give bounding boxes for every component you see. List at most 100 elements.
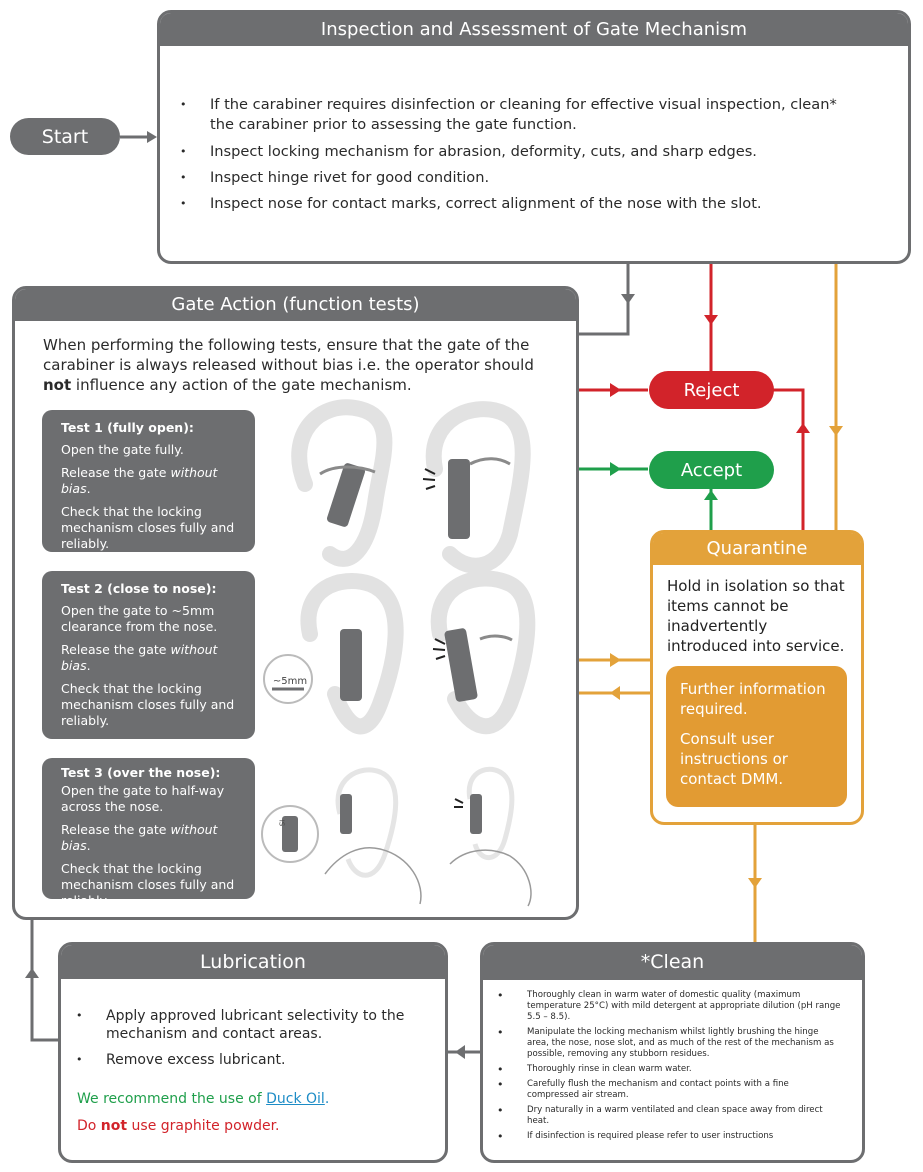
arrowhead [704, 315, 718, 325]
intro-text-bold: not [43, 376, 72, 394]
intro-text-pre: When performing the following tests, ens… [43, 336, 534, 374]
arrowhead [704, 490, 718, 500]
test-step: Open the gate fully. [61, 442, 184, 457]
arrowhead [829, 426, 843, 436]
accept-node: Accept [649, 451, 774, 489]
accept-label: Accept [680, 459, 743, 481]
lubrication-item: Apply approved lubricant selectivity to … [76, 1007, 406, 1043]
gate-sleeve [326, 463, 366, 527]
test-card-1: Test 1 (fully open): Open the gate fully… [42, 410, 255, 552]
snap-mark [434, 638, 446, 645]
test-title: Test 3 (over the nose): [61, 765, 221, 780]
test-check: Check that the locking mechanism closes … [61, 681, 235, 728]
consult-text: Consult user instructions or contact DMM… [680, 730, 788, 788]
gap-callout [263, 654, 313, 704]
gate-action-title: Gate Action (function tests) [15, 289, 576, 321]
release-post: . [86, 838, 91, 853]
gate-sleeve [340, 629, 362, 701]
snap-mark [454, 798, 464, 804]
gate-sleeve [448, 459, 470, 539]
warn-post: use graphite powder. [127, 1118, 280, 1134]
hand-outline [449, 849, 532, 907]
quarantine-text: Hold in isolation so that items cannot b… [667, 577, 845, 655]
carabiner-illustrations [261, 399, 536, 907]
inspection-list: If the carabiner requires disinfection o… [180, 95, 840, 214]
test-card-2: Test 2 (close to nose): Open the gate to… [42, 571, 255, 739]
inspection-item: Inspect locking mechanism for abrasion, … [180, 142, 840, 162]
test-step: Open the gate to ~5mm clearance from the… [61, 603, 218, 634]
gate-sleeve [282, 816, 298, 852]
test-step: Open the gate to half-way across the nos… [61, 783, 225, 814]
clean-item: Manipulate the locking mechanism whilst … [497, 1027, 842, 1060]
clean-item: If disinfection is required please refer… [497, 1131, 842, 1142]
motion-arrow [479, 634, 513, 642]
lubrication-box: Lubrication Apply approved lubricant sel… [58, 942, 448, 1163]
warn-bold: not [100, 1118, 128, 1134]
carabiner-outline [430, 570, 536, 734]
test-check: Check that the locking mechanism closes … [61, 504, 235, 551]
clean-item: Thoroughly rinse in clean warm water. [497, 1064, 842, 1075]
release-pre: Release the gate [61, 642, 171, 657]
motion-arrow [319, 465, 376, 476]
clean-list: Thoroughly clean in warm water of domest… [497, 990, 842, 1142]
test-check: Check that the locking mechanism closes … [61, 861, 235, 908]
gate-sleeve [340, 794, 352, 834]
clean-box: *Clean Thoroughly clean in warm water of… [480, 942, 865, 1163]
lubrication-title: Lubrication [61, 945, 445, 979]
gate-action-intro: When performing the following tests, ens… [43, 335, 543, 395]
intro-text-post: influence any action of the gate mechani… [71, 376, 412, 394]
snap-mark [432, 648, 446, 651]
test-release: Release the gate without bias. [61, 822, 243, 854]
arrowhead [748, 878, 762, 888]
clean-item: Thoroughly clean in warm water of domest… [497, 990, 842, 1023]
gap-label: ~5mm [272, 676, 308, 687]
carabiner-outline [335, 767, 399, 878]
hand-outline [324, 847, 422, 905]
gate-sleeve [470, 794, 482, 834]
quarantine-title: Quarantine [653, 533, 861, 565]
arrowhead [621, 294, 635, 304]
recommend-pre: We recommend the use of [77, 1091, 267, 1107]
carabiner-outline [425, 401, 531, 574]
release-post: . [86, 481, 91, 496]
release-em: without bias [61, 822, 218, 853]
motion-arrow [469, 457, 511, 466]
release-pre: Release the gate [61, 465, 171, 480]
test-title: Test 1 (fully open): [61, 420, 194, 435]
test-title: Test 2 (close to nose): [61, 581, 217, 596]
carabiner-outline [466, 766, 515, 861]
warn-pre: Do [77, 1118, 101, 1134]
release-pre: Release the gate [61, 822, 171, 837]
clean-title: *Clean [483, 945, 862, 980]
snap-mark [424, 468, 436, 475]
connector-inspection-gate [578, 262, 630, 336]
inspection-box: Inspection and Assessment of Gate Mechan… [157, 10, 911, 264]
arrowhead [25, 968, 39, 978]
release-em: without bias [61, 642, 218, 673]
clean-item: Dry naturally in a warm ventilated and c… [497, 1105, 842, 1127]
arrowhead [610, 462, 621, 476]
lubrication-recommend: We recommend the use of Duck Oil. [77, 1091, 329, 1107]
snap-mark [422, 478, 436, 481]
snap-mark [435, 655, 446, 660]
start-node: Start [10, 118, 120, 155]
reject-node: Reject [649, 371, 774, 409]
carabiner-outline [291, 399, 393, 567]
gate-sleeve [444, 628, 478, 702]
connector-quarantine-reject [773, 388, 805, 531]
connector-lubrication-gate [30, 918, 58, 1042]
release-em: without bias [61, 465, 218, 496]
arrowhead [610, 686, 620, 700]
inspection-item: Inspect hinge rivet for good condition. [180, 168, 840, 188]
nose-mark-label: IS [277, 819, 286, 827]
lubrication-warning: Do not use graphite powder. [77, 1118, 280, 1134]
further-info-text: Further information required. [680, 680, 826, 718]
snap-mark [425, 485, 436, 490]
quarantine-info-panel: Further information required. Consult us… [666, 666, 847, 807]
duck-oil-link[interactable]: Duck Oil [266, 1091, 325, 1107]
inspection-title: Inspection and Assessment of Gate Mechan… [160, 13, 908, 46]
lubrication-item: Remove excess lubricant. [76, 1051, 406, 1069]
arrowhead [796, 423, 810, 433]
arrowhead [610, 383, 621, 397]
